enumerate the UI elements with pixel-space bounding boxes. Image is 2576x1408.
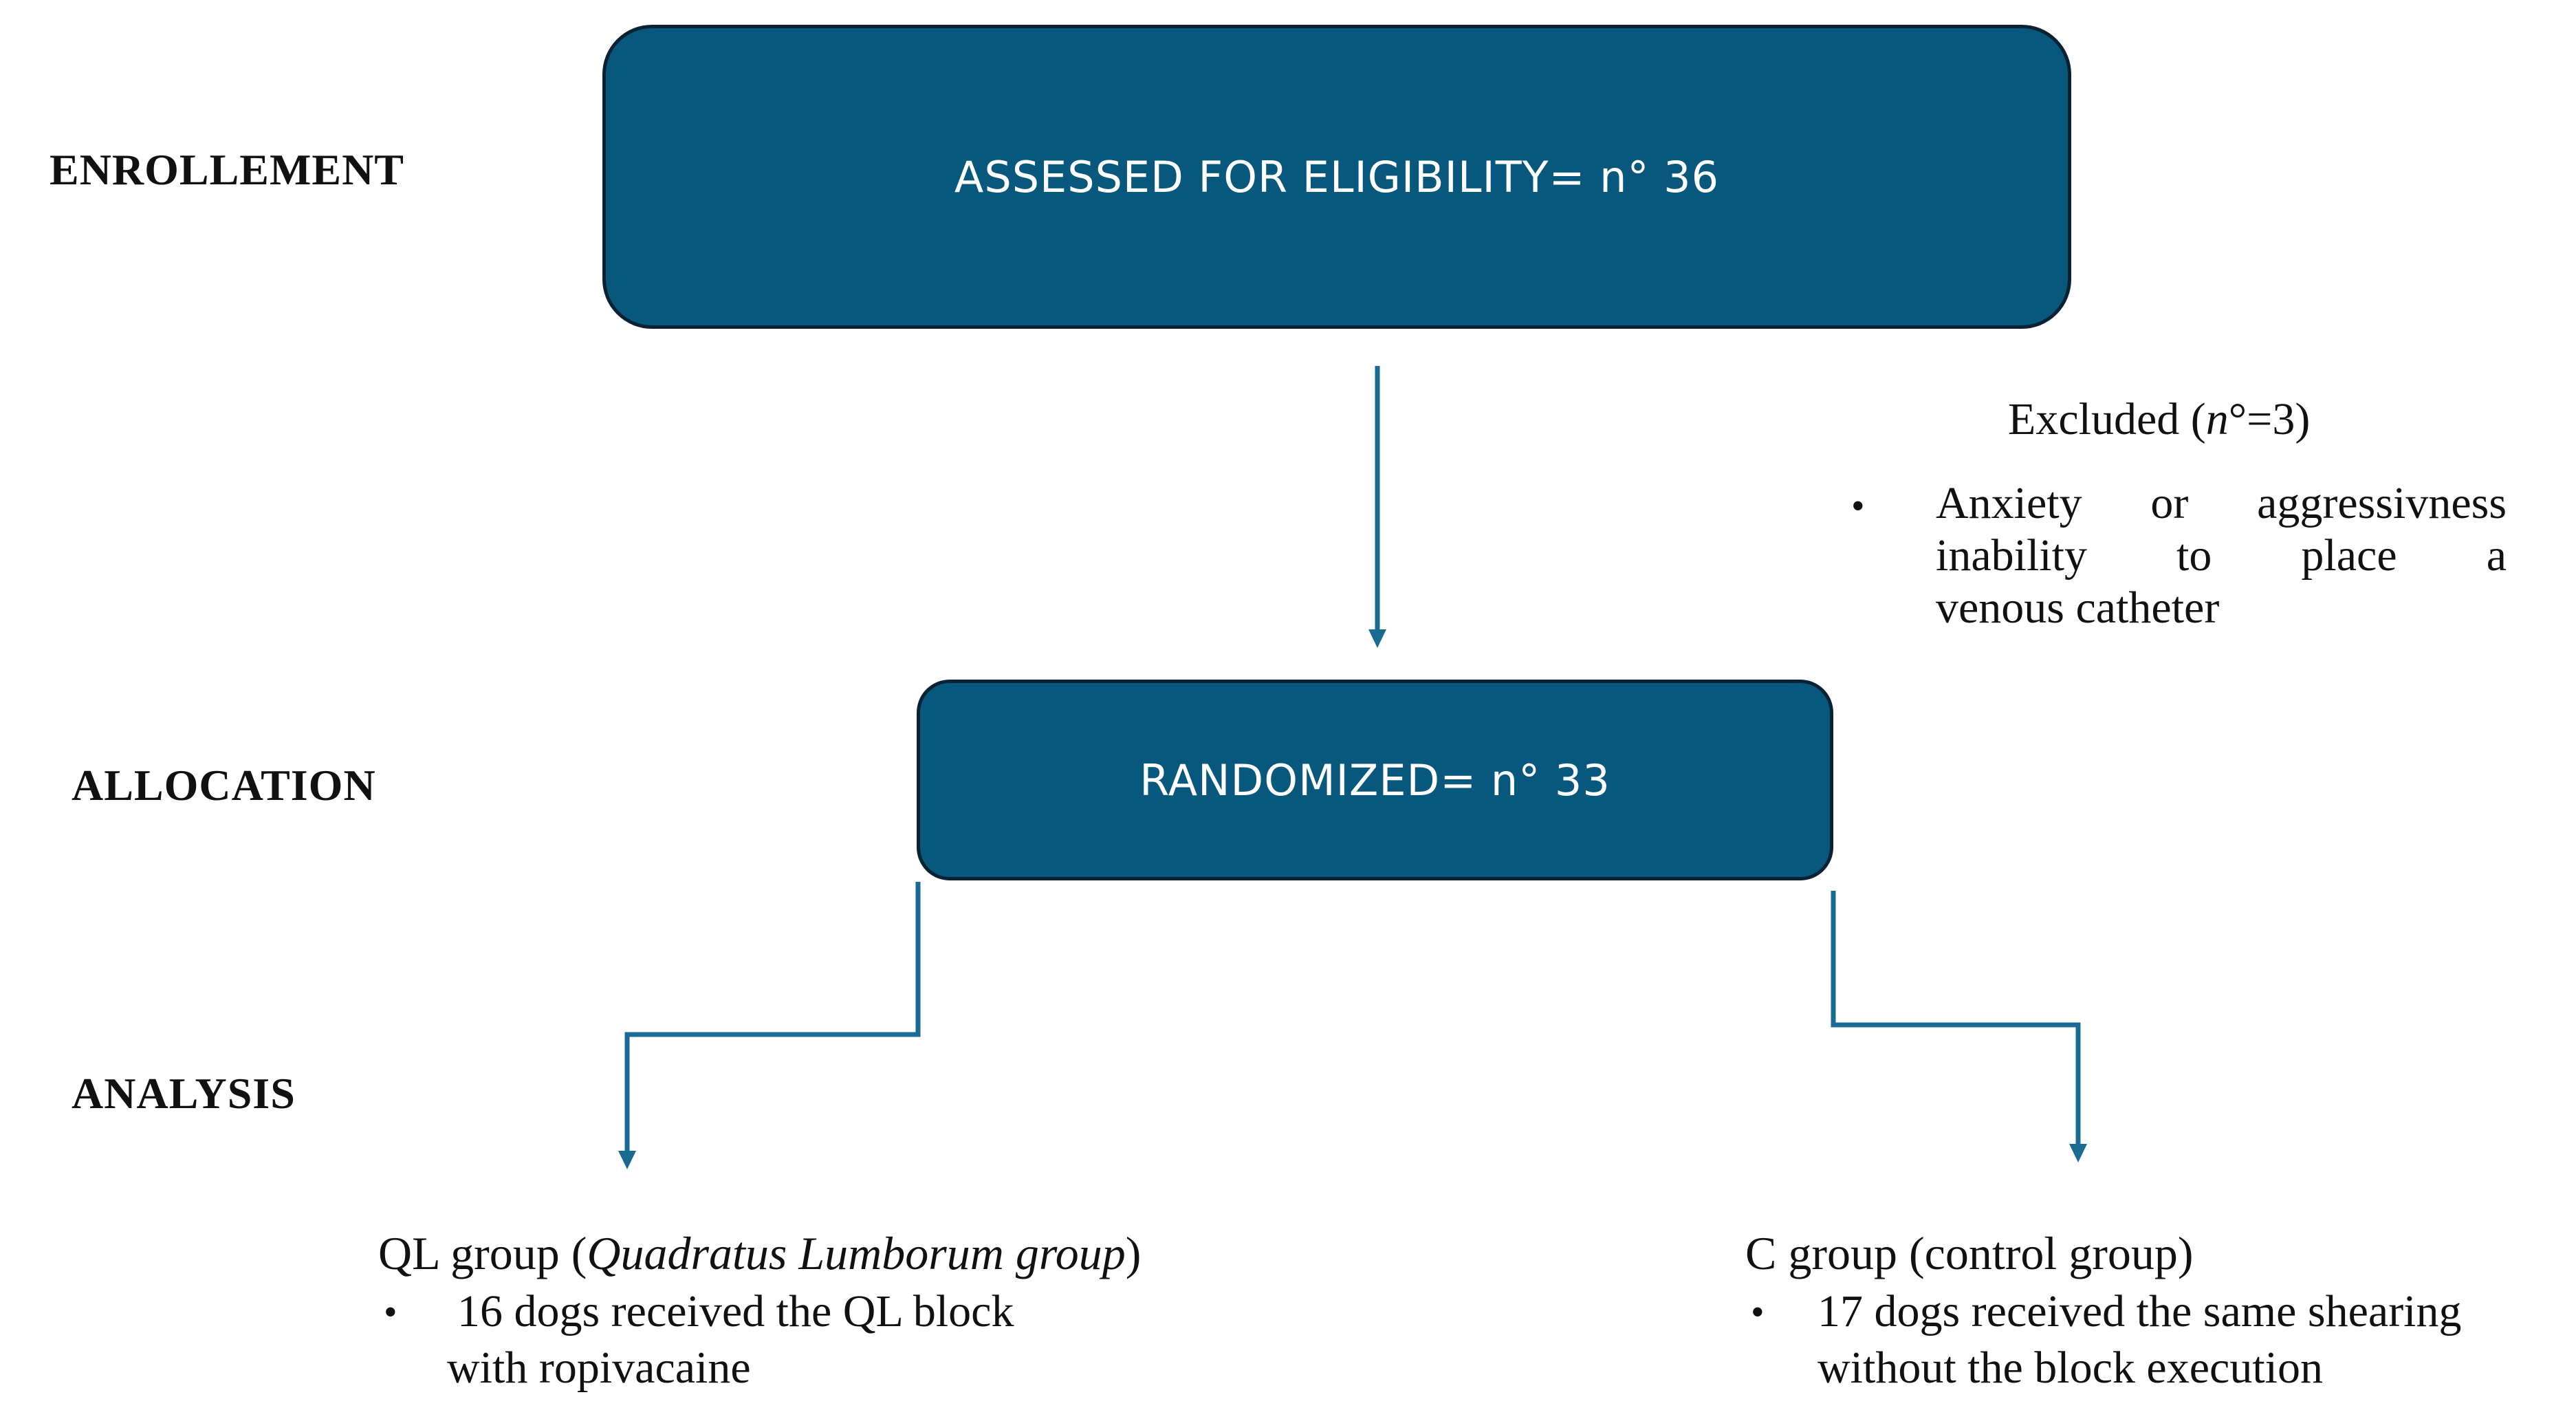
c-group-bullet: • xyxy=(1751,1291,1765,1334)
ql-group-bullet: • xyxy=(384,1291,397,1334)
excluded-reason-line-3: venous catheter xyxy=(1936,583,2220,633)
excluded-reason-line-1: Anxiety or aggressivness xyxy=(1936,478,2507,528)
ql-group-title: QL group (Quadratus Lumborum group) xyxy=(378,1226,1141,1281)
arrow-randomized-to-ql-group xyxy=(624,882,921,1154)
excluded-title-suffix: °=3) xyxy=(2228,394,2311,444)
arrowhead-randomized xyxy=(1368,629,1386,648)
ql-group-title-italic: Quadratus Lumborum group xyxy=(587,1227,1126,1279)
excluded-title: Excluded (n°=3) xyxy=(2008,393,2310,446)
ql-group-line-1: 16 dogs received the QL block xyxy=(457,1286,1014,1336)
excluded-title-prefix: Excluded ( xyxy=(2008,394,2206,444)
randomized-box: RANDOMIZED= n° 33 xyxy=(917,680,1833,880)
c-group-line-2: without the block execution xyxy=(1818,1343,2323,1393)
assessed-box-label: ASSESSED FOR ELIGIBILITY= n° 36 xyxy=(954,151,1720,202)
c-group-line-1: 17 dogs received the same shearing xyxy=(1818,1286,2462,1336)
ql-group-title-suffix: ) xyxy=(1125,1227,1142,1279)
assessed-box: ASSESSED FOR ELIGIBILITY= n° 36 xyxy=(602,25,2071,329)
randomized-box-label: RANDOMIZED= n° 33 xyxy=(1139,755,1611,805)
ql-group-title-prefix: QL group ( xyxy=(378,1227,587,1279)
arrowhead-ql-group xyxy=(618,1151,636,1169)
excluded-reason: Anxiety or aggressivness inability to pl… xyxy=(1936,477,2507,634)
arrowhead-c-group xyxy=(2069,1144,2087,1162)
arrow-randomized-to-c-group xyxy=(1831,891,2081,1147)
stage-label-enrollment: ENROLLEMENT xyxy=(50,145,404,194)
ql-group-line-2: with ropivacaine xyxy=(447,1343,751,1393)
stage-label-analysis: ANALYSIS xyxy=(72,1069,296,1118)
c-group-title: C group (control group) xyxy=(1745,1227,2194,1279)
stage-label-allocation: ALLOCATION xyxy=(72,761,376,810)
excluded-title-n: n xyxy=(2205,394,2229,444)
excluded-reason-line-2: inability to place a xyxy=(1936,530,2507,581)
excluded-bullet: • xyxy=(1851,485,1865,528)
